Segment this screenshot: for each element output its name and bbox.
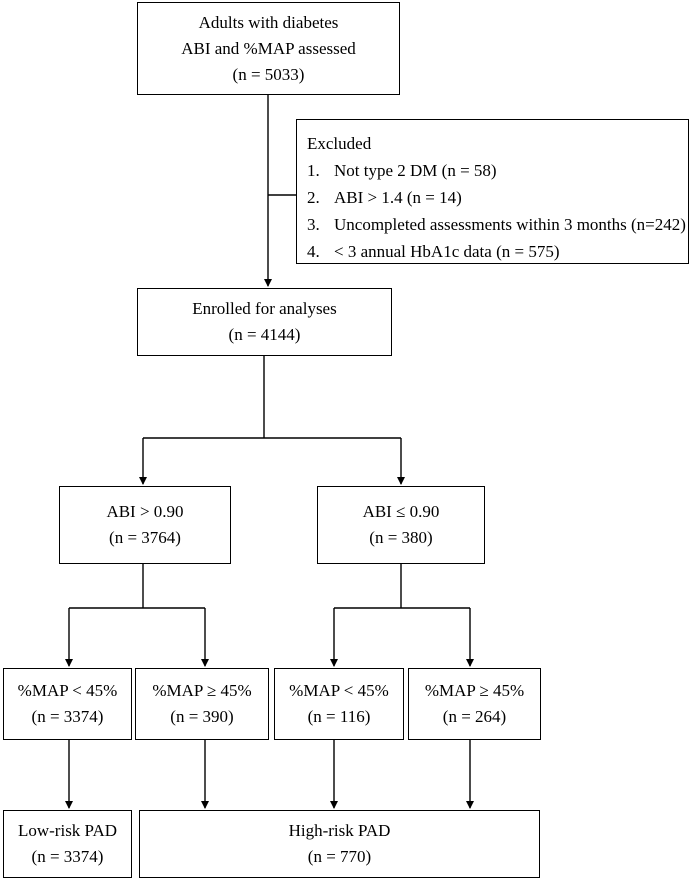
map-d-line-1: %MAP ≥ 45% bbox=[424, 681, 525, 700]
start-line-1: Adults with diabetes bbox=[198, 12, 339, 32]
start-node: Adults with diabetes ABI and %MAP assess… bbox=[137, 2, 400, 95]
map-b-line-1: %MAP ≥ 45% bbox=[152, 681, 252, 700]
start-line-2: ABI and %MAP assessed bbox=[181, 38, 356, 58]
map-c-node: %MAP < 45% (n = 116) bbox=[274, 668, 404, 740]
map-b-node: %MAP ≥ 45% (n = 390) bbox=[135, 668, 269, 740]
high-risk-line-2: (n = 770) bbox=[307, 847, 372, 866]
excluded-item-1: 1. Not type 2 DM (n = 58) bbox=[307, 157, 688, 184]
excluded-node: Excluded 1. Not type 2 DM (n = 58) 2. ABI … bbox=[296, 119, 689, 264]
map-d-line-2: (n = 264) bbox=[442, 707, 507, 726]
excluded-title: Excluded bbox=[307, 134, 372, 153]
map-a-line-1: %MAP < 45% bbox=[17, 681, 118, 700]
excluded-item-1-number: 1. bbox=[307, 161, 320, 180]
map-a-line-2: (n = 3374) bbox=[31, 707, 104, 726]
high-risk-node: High-risk PAD (n = 770) bbox=[139, 810, 540, 878]
abi-low-line-2: (n = 380) bbox=[369, 528, 433, 547]
abi-high-line-1: ABI > 0.90 bbox=[106, 502, 184, 521]
excluded-item-4: 4. < 3 annual HbA1c data (n = 575) bbox=[307, 238, 688, 265]
abi-low-line-1: ABI ≤ 0.90 bbox=[362, 502, 440, 521]
enrolled-node: Enrolled for analyses (n = 4144) bbox=[137, 288, 392, 356]
map-a-node: %MAP < 45% (n = 3374) bbox=[3, 668, 132, 740]
excluded-item-1-text: Not type 2 DM (n = 58) bbox=[334, 161, 497, 180]
map-d-node: %MAP ≥ 45% (n = 264) bbox=[408, 668, 541, 740]
enrolled-line-1: Enrolled for analyses bbox=[192, 299, 337, 318]
abi-high-line-2: (n = 3764) bbox=[109, 528, 181, 547]
map-c-line-2: (n = 116) bbox=[307, 707, 371, 726]
excluded-item-3: 3. Uncompleted assessments within 3 month… bbox=[307, 211, 688, 238]
low-risk-line-1: Low-risk PAD bbox=[17, 821, 118, 840]
high-risk-line-1: High-risk PAD bbox=[288, 821, 391, 840]
excluded-item-2-text: ABI > 1.4 (n = 14) bbox=[334, 188, 462, 207]
map-c-line-1: %MAP < 45% bbox=[289, 681, 389, 700]
start-line-3: (n = 5033) bbox=[232, 64, 305, 84]
abi-low-node: ABI ≤ 0.90 (n = 380) bbox=[317, 486, 485, 564]
excluded-item-2-number: 2. bbox=[307, 188, 320, 207]
low-risk-node: Low-risk PAD (n = 3374) bbox=[3, 810, 132, 878]
map-b-line-2: (n = 390) bbox=[170, 707, 234, 726]
low-risk-line-2: (n = 3374) bbox=[31, 847, 104, 866]
enrolled-line-2: (n = 4144) bbox=[228, 325, 301, 344]
excluded-item-4-number: 4. bbox=[307, 242, 320, 261]
excluded-item-2: 2. ABI > 1.4 (n = 14) bbox=[307, 184, 688, 211]
excluded-item-4-text: < 3 annual HbA1c data (n = 575) bbox=[334, 242, 560, 261]
abi-high-node: ABI > 0.90 (n = 3764) bbox=[59, 486, 231, 564]
excluded-item-3-number: 3. bbox=[307, 215, 320, 234]
excluded-item-3-text: Uncompleted assessments within 3 months … bbox=[334, 215, 686, 234]
